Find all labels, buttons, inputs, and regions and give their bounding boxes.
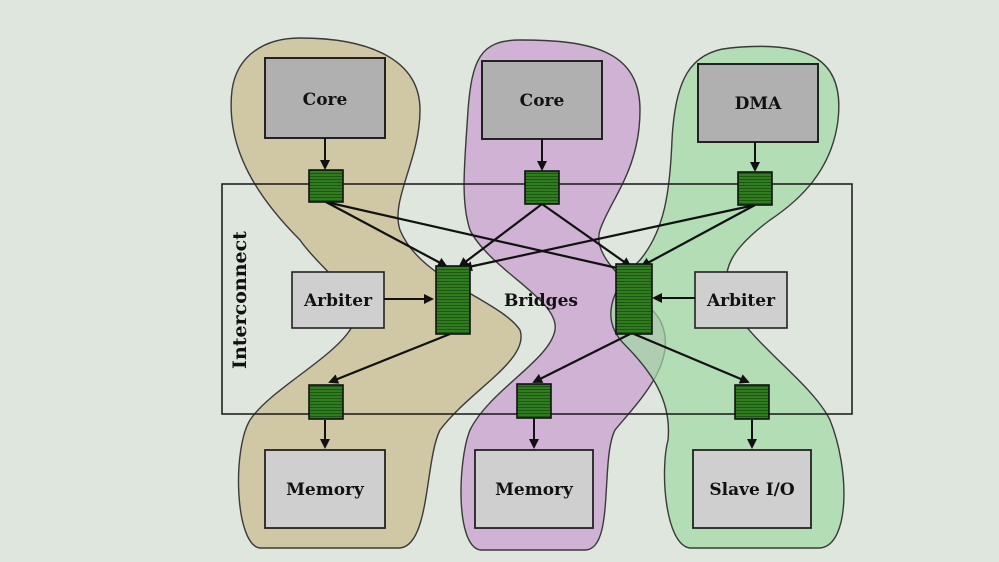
svg-text:Core: Core (303, 90, 348, 110)
arrow-port2-to-bridge-left (458, 203, 543, 268)
bridge-left (435, 265, 471, 335)
port-dma (737, 171, 773, 206)
svg-text:Memory: Memory (286, 480, 365, 500)
port-core1 (308, 169, 344, 203)
bridges-label: Bridges (504, 291, 578, 311)
svg-text:DMA: DMA (735, 94, 783, 114)
arrow-port3-to-bridge-right (640, 204, 756, 267)
master-core-1: Core (264, 57, 386, 139)
port-mem2 (516, 383, 552, 419)
port-io (734, 384, 770, 420)
interconnect-label: Interconnect (229, 231, 251, 369)
slave-memory-2: Memory (474, 449, 594, 529)
arrow-port1-to-bridge-left (325, 201, 448, 267)
arrow-port1-to-bridge-right (325, 200, 628, 274)
arrow-bridge-right-to-port-mem2 (532, 333, 631, 383)
svg-text:Slave I/O: Slave I/O (709, 480, 795, 500)
region-core-mid (460, 39, 667, 551)
svg-text:Core: Core (520, 91, 565, 111)
port-mem1 (308, 384, 344, 420)
arrow-port2-to-bridge-right (541, 203, 632, 268)
slave-io: Slave I/O (692, 449, 812, 529)
master-dma: DMA (697, 63, 819, 143)
bridge-right (615, 263, 653, 335)
arbiter-left: Arbiter (291, 271, 385, 329)
svg-text:Memory: Memory (495, 480, 574, 500)
port-core2 (524, 170, 560, 205)
master-core-2: Core (481, 60, 603, 140)
arrow-bridge-left-to-port-mem1 (328, 332, 451, 384)
arrow-port3-to-bridge-left (462, 203, 756, 272)
svg-text:Arbiter: Arbiter (303, 291, 373, 311)
arbiter-right: Arbiter (694, 271, 788, 329)
slave-memory-1: Memory (264, 449, 386, 529)
arrow-bridge-right-to-port-io (633, 332, 750, 384)
svg-text:Arbiter: Arbiter (706, 291, 776, 311)
